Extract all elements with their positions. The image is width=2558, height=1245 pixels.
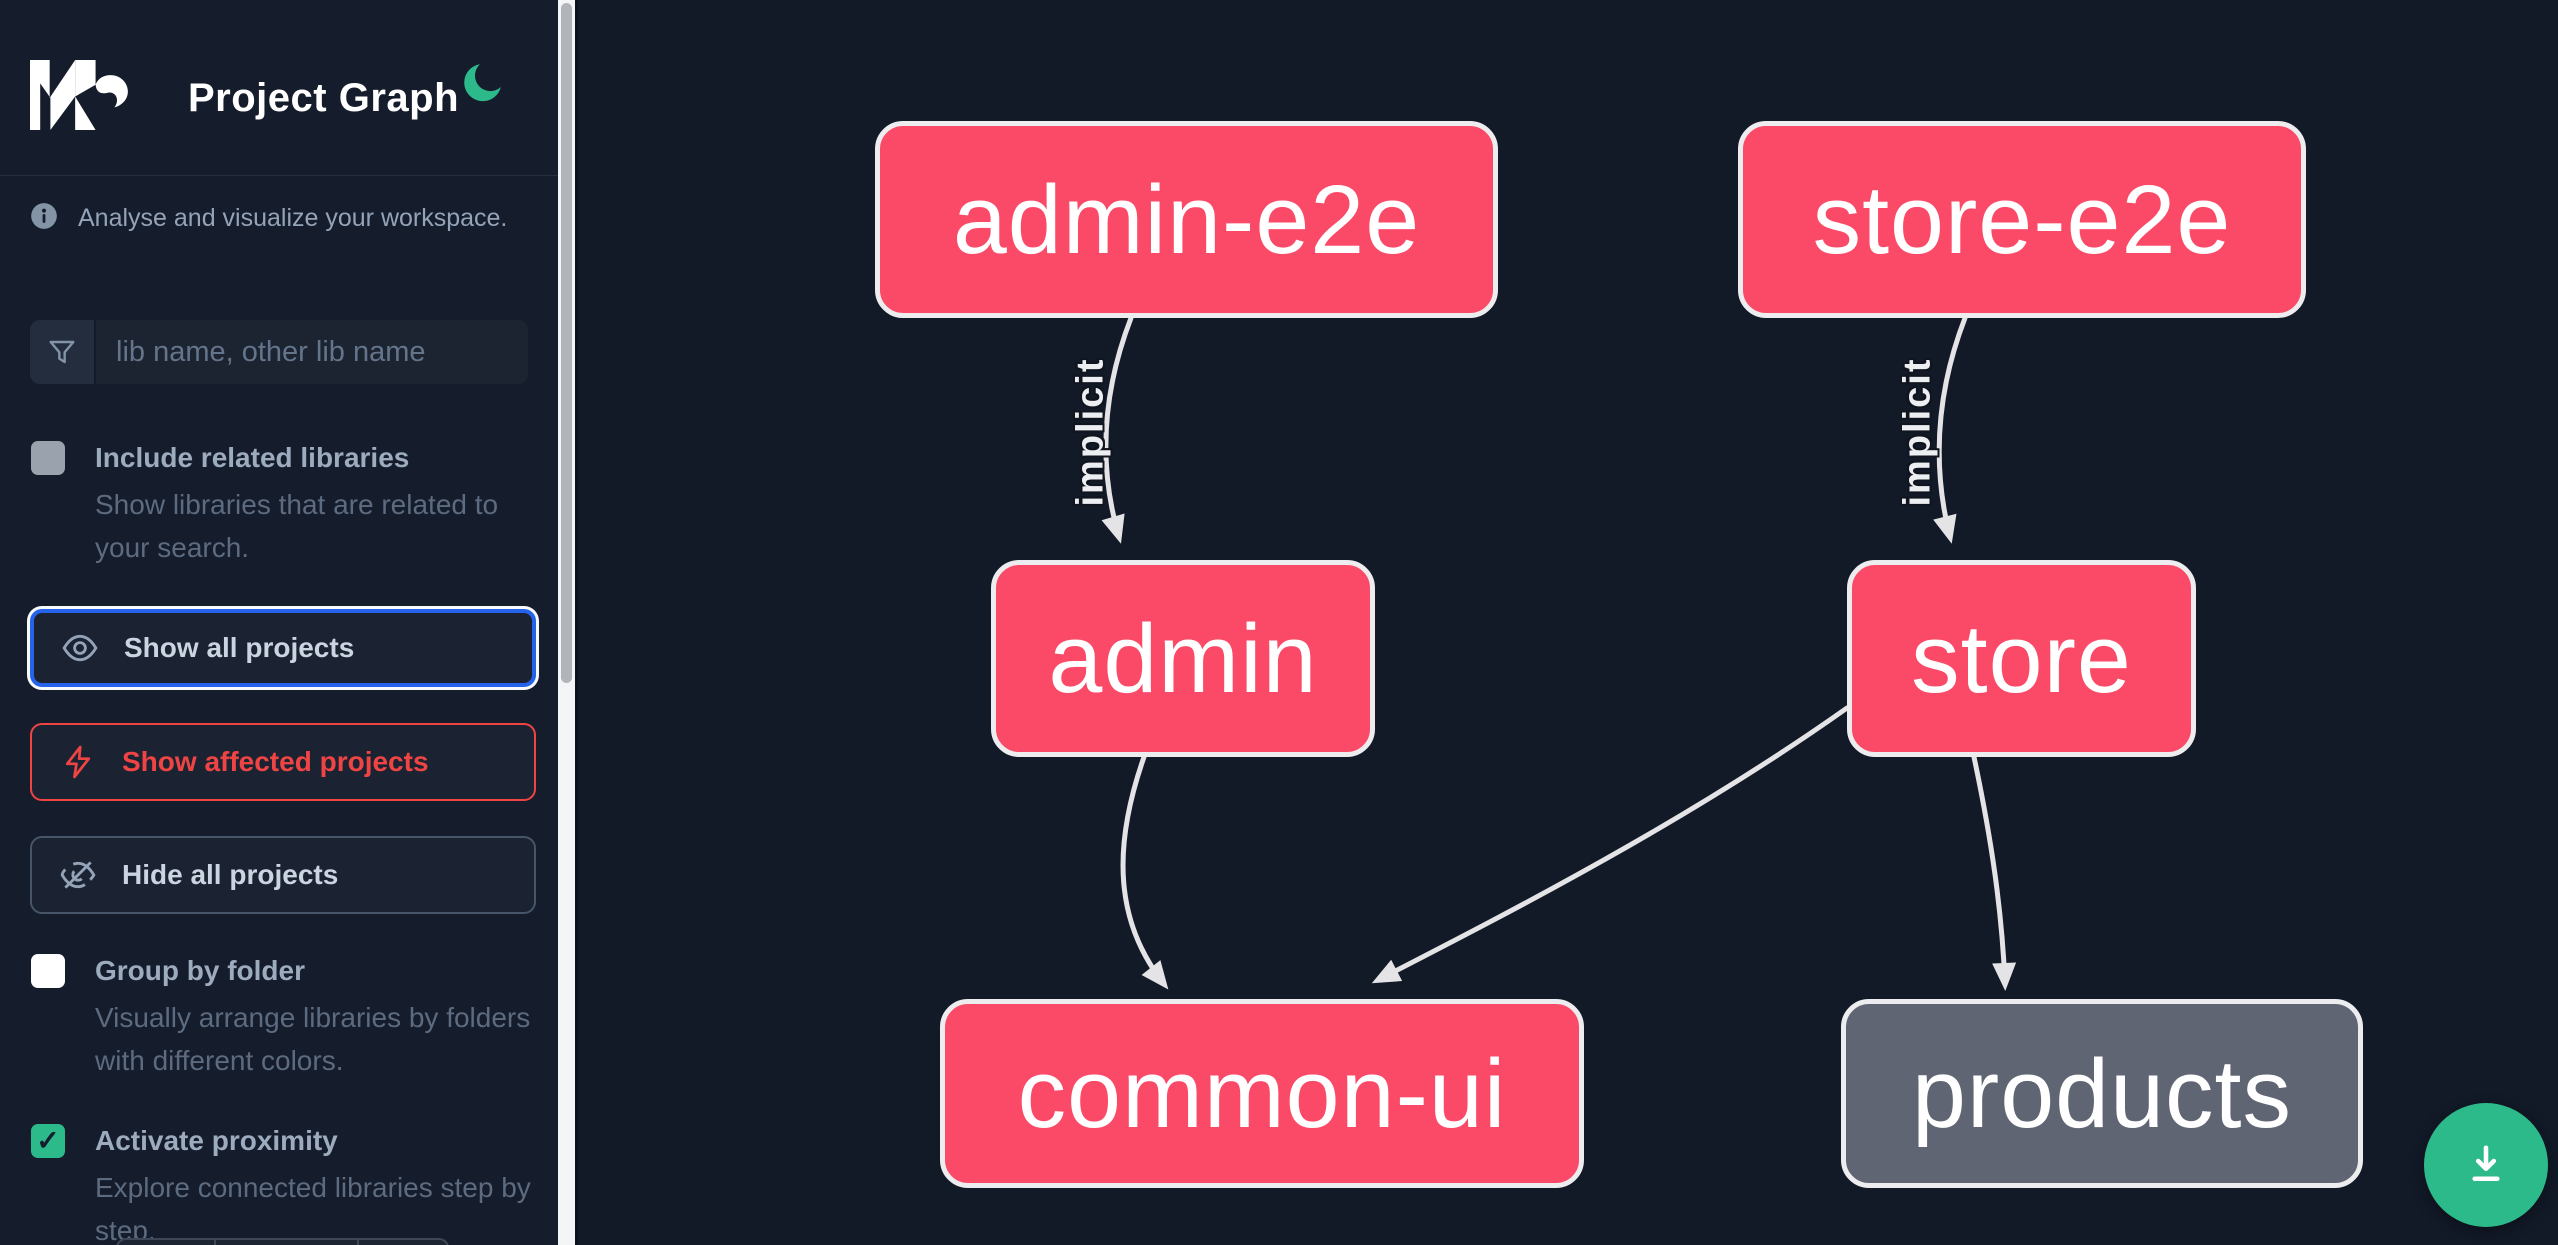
checkmark-icon: ✓ bbox=[36, 1125, 60, 1156]
option-label: Activate proximity bbox=[95, 1125, 338, 1156]
funnel-icon bbox=[30, 320, 96, 384]
edge-label-implicit: implicit bbox=[1896, 357, 1939, 507]
node-label: store bbox=[1911, 603, 2132, 713]
tagline-text: Analyse and visualize your workspace. bbox=[78, 204, 508, 232]
sidebar-scrollbar-thumb[interactable] bbox=[561, 3, 572, 683]
proximity-step-control[interactable] bbox=[116, 1238, 449, 1245]
edge-store-e2e-store bbox=[1933, 315, 1968, 544]
edge-store-common-ui bbox=[1371, 705, 1850, 984]
node-admin[interactable]: admin bbox=[991, 560, 1375, 757]
node-label: common-ui bbox=[1017, 1038, 1507, 1148]
eye-off-icon bbox=[58, 855, 98, 895]
search-bar bbox=[30, 320, 528, 384]
button-label: Hide all projects bbox=[122, 859, 339, 890]
nx-logo bbox=[30, 60, 132, 130]
edge-admin-common-ui bbox=[1120, 754, 1169, 990]
node-label: admin-e2e bbox=[952, 164, 1421, 274]
dependency-edges bbox=[1101, 315, 2017, 991]
bolt-icon bbox=[58, 742, 98, 782]
node-store-e2e[interactable]: store-e2e bbox=[1738, 121, 2306, 318]
option-group-by-folder: Group by folder Visually arrange librari… bbox=[31, 951, 531, 1082]
option-label: Include related libraries bbox=[95, 442, 410, 473]
button-label: Show all projects bbox=[124, 632, 355, 663]
search-input[interactable] bbox=[96, 320, 528, 384]
theme-toggle-button[interactable] bbox=[452, 52, 516, 116]
option-label: Group by folder bbox=[95, 955, 305, 986]
button-label: Show affected projects bbox=[122, 746, 429, 777]
edge-admin-e2e-admin bbox=[1101, 315, 1134, 544]
moon-icon bbox=[461, 60, 507, 109]
page-title: Project Graph bbox=[188, 76, 460, 120]
node-label: products bbox=[1911, 1038, 2293, 1148]
node-store[interactable]: store bbox=[1847, 560, 2196, 757]
tagline-row: Analyse and visualize your workspace. bbox=[30, 202, 530, 235]
option-description: Show libraries that are related to your … bbox=[95, 489, 499, 563]
checkbox-activate-proximity[interactable]: ✓ bbox=[31, 1124, 65, 1158]
sidebar-scrollbar-track bbox=[558, 0, 575, 1245]
edge-label-implicit: implicit bbox=[1069, 357, 1112, 507]
show-affected-projects-button[interactable]: Show affected projects bbox=[30, 723, 536, 801]
eye-icon bbox=[60, 628, 100, 668]
option-description: Explore connected libraries step by step… bbox=[95, 1172, 531, 1245]
segment-divider bbox=[357, 1240, 359, 1245]
hide-all-projects-button[interactable]: Hide all projects bbox=[30, 836, 536, 914]
download-graph-button[interactable] bbox=[2424, 1103, 2548, 1227]
download-icon bbox=[2460, 1138, 2512, 1193]
node-common-ui[interactable]: common-ui bbox=[940, 999, 1584, 1188]
checkbox-include-related-libraries[interactable] bbox=[31, 441, 65, 475]
scrollbar-edge bbox=[575, 0, 578, 1245]
option-description: Visually arrange libraries by folders wi… bbox=[95, 1002, 531, 1076]
header-divider bbox=[0, 175, 558, 176]
node-admin-e2e[interactable]: admin-e2e bbox=[875, 121, 1498, 318]
node-label: admin bbox=[1048, 603, 1318, 713]
node-products[interactable]: products bbox=[1841, 999, 2363, 1188]
option-include-related-libraries: Include related libraries Show libraries… bbox=[31, 438, 531, 569]
option-activate-proximity: ✓ Activate proximity Explore connected l… bbox=[31, 1121, 531, 1245]
sidebar: Project Graph Analyse and visualize your… bbox=[0, 0, 558, 1245]
edge-store-products bbox=[1971, 754, 2017, 991]
info-icon bbox=[30, 202, 58, 235]
node-label: store-e2e bbox=[1812, 164, 2232, 274]
project-graph-canvas[interactable]: implicit implicit admin-e2e store-e2e ad… bbox=[578, 0, 2558, 1245]
show-all-projects-button[interactable]: Show all projects bbox=[30, 609, 536, 687]
segment-divider bbox=[214, 1240, 216, 1245]
checkbox-group-by-folder[interactable] bbox=[31, 954, 65, 988]
